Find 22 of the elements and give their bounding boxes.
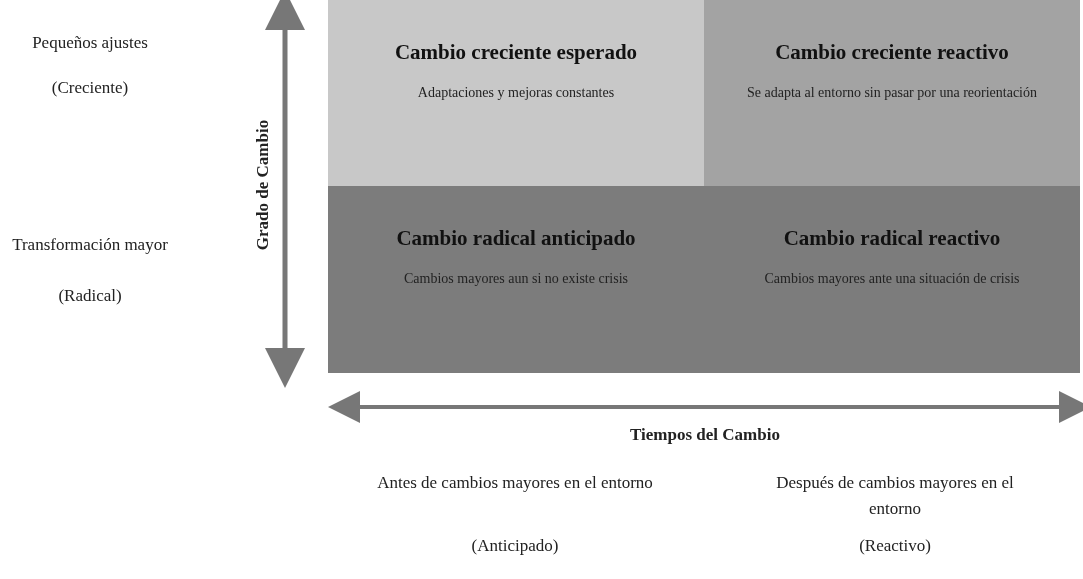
axis-title: Tiempos del Cambio xyxy=(629,424,781,446)
quadrant-description: Adaptaciones y mejoras constantes xyxy=(416,84,616,102)
row-note: (Radical) xyxy=(57,285,123,307)
column-note: (Anticipado) xyxy=(470,535,560,557)
quadrant-title: Cambio radical reactivo xyxy=(783,226,1001,251)
quadrant-description: Cambios mayores aun si no existe crisis xyxy=(403,270,629,288)
row-note: (Creciente) xyxy=(50,77,130,99)
quadrant-title: Cambio radical anticipado xyxy=(396,226,636,251)
quadrant-box xyxy=(328,186,704,373)
quadrant-box xyxy=(328,0,704,186)
column-label: Después de cambios mayores en el entorno xyxy=(775,472,1015,521)
quadrant-description: Se adapta al entorno sin pasar por una reorientación xyxy=(746,84,1038,102)
quadrant-box xyxy=(704,186,1080,373)
quadrant-description: Cambios mayores ante una situación de crisis xyxy=(763,270,1021,288)
column-label: Antes de cambios mayores en el entorno xyxy=(376,472,654,494)
row-label: Transformación mayor xyxy=(11,234,169,256)
column-note: (Reactivo) xyxy=(858,535,932,557)
axis-title: Grado de Cambio xyxy=(251,119,273,251)
quadrant-title: Cambio creciente esperado xyxy=(394,40,638,65)
quadrant-title: Cambio creciente reactivo xyxy=(775,40,1009,65)
quadrant-box xyxy=(704,0,1080,186)
row-label: Pequeños ajustes xyxy=(31,32,149,54)
